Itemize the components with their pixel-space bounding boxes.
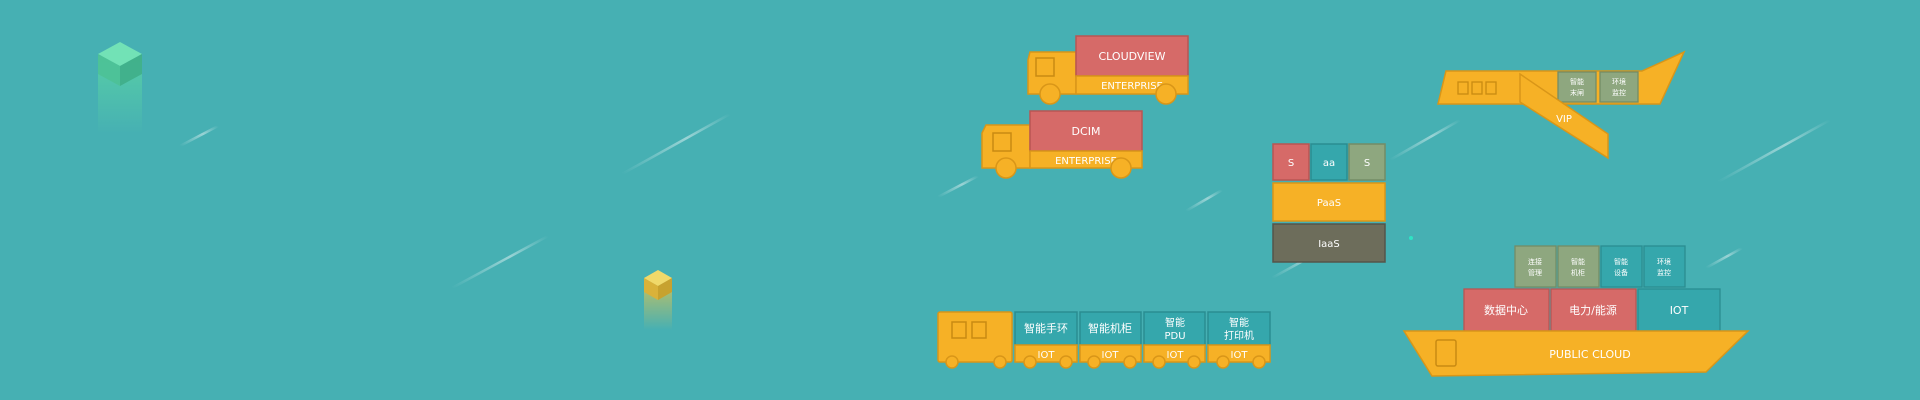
iot-car-label: 打印机 <box>1224 329 1254 342</box>
plane-wing <box>1519 72 1609 160</box>
ship-crate-label: 连接 <box>1528 257 1542 266</box>
ship-crate-label: 管理 <box>1528 268 1542 277</box>
wheel-icon <box>1059 355 1073 369</box>
iot-car-label: 智能 <box>1229 316 1249 329</box>
iot-car-label: PDU <box>1164 331 1185 342</box>
iot-car-label: 智能机柜 <box>1088 321 1132 335</box>
iot-car-base-label: IOT <box>1167 350 1185 361</box>
ship-hull <box>1402 330 1750 377</box>
iot-car: 智能手环 IOT <box>1014 311 1078 369</box>
dcim-label: DCIM <box>1072 125 1101 138</box>
ship-crate-label: 机柜 <box>1571 268 1585 277</box>
wheel-icon <box>1155 83 1177 105</box>
wheel-icon <box>995 157 1017 179</box>
dcim-truck: DCIM ENTERPRISE <box>981 110 1143 179</box>
vip-plane: 智能 末闸 环境 监控 VIP <box>1437 50 1686 160</box>
ship-door-icon <box>1435 339 1457 367</box>
yellow-cube-icon <box>644 270 672 330</box>
green-cube-icon <box>98 42 142 134</box>
wheel-icon <box>1123 355 1137 369</box>
iot-train: 智能手环 IOT 智能机柜 IOT 智能 PDU IOT 智能 打印机 <box>937 311 1271 369</box>
cloud-service-stack: S aa S PaaS IaaS <box>1272 143 1386 263</box>
paas-block <box>1272 182 1386 222</box>
ship-crate-label: 智能 <box>1614 257 1628 266</box>
wheel-icon <box>1152 355 1166 369</box>
wheel-icon <box>1110 157 1132 179</box>
wheel-icon <box>1023 355 1037 369</box>
sparkle-icon <box>1409 236 1413 240</box>
cloudview-container <box>1075 35 1189 77</box>
plane-crate-line2: 监控 <box>1612 88 1626 97</box>
public-cloud-ship: 连接 管理 智能 机柜 智能 设备 环境 监控 数据中心 电力/能源 IOT P… <box>1402 245 1750 377</box>
paas-label: PaaS <box>1317 198 1341 209</box>
iaas-label: IaaS <box>1318 239 1340 250</box>
ship-crate-label: 智能 <box>1571 257 1585 266</box>
wheel-icon <box>1087 355 1101 369</box>
wheel-icon <box>1187 355 1201 369</box>
ship-container-label: 数据中心 <box>1484 303 1528 317</box>
window-icon <box>1485 81 1497 95</box>
cloudview-truck: CLOUDVIEW ENTERPRISE <box>1027 35 1189 105</box>
public-cloud-label: PUBLIC CLOUD <box>1549 348 1630 361</box>
saas-letter: S <box>1364 158 1370 169</box>
saas-letter: S <box>1288 158 1294 169</box>
iot-car-base-label: IOT <box>1038 350 1056 361</box>
iot-car: 智能机柜 IOT <box>1079 311 1142 369</box>
iot-car: 智能 打印机 IOT <box>1207 311 1271 369</box>
cloudview-trailer-label: ENTERPRISE <box>1101 81 1163 92</box>
vip-label: VIP <box>1556 114 1572 125</box>
iot-car-base-label: IOT <box>1102 350 1120 361</box>
iot-car: 智能 PDU IOT <box>1143 311 1206 369</box>
ship-container-label: 电力/能源 <box>1569 303 1617 317</box>
iot-car-label: 智能 <box>1165 316 1185 329</box>
ship-container-label: IOT <box>1670 304 1689 317</box>
wheel-icon <box>1039 83 1061 105</box>
wheel-icon <box>1216 355 1230 369</box>
iot-car-label: 智能手环 <box>1024 321 1068 335</box>
wheel-icon <box>1252 355 1266 369</box>
plane-crate-line1: 智能 <box>1570 77 1584 86</box>
ship-crate-label: 环境 <box>1657 257 1671 266</box>
dcim-trailer-label: ENTERPRISE <box>1055 156 1117 167</box>
wheel-icon <box>945 355 959 369</box>
saas-letter: aa <box>1323 158 1335 169</box>
plane-crate-line2: 末闸 <box>1570 88 1584 97</box>
window-icon <box>1471 81 1483 95</box>
window-icon <box>1457 81 1469 95</box>
iot-car-base-label: IOT <box>1231 350 1249 361</box>
ship-crate-label: 监控 <box>1657 268 1671 277</box>
plane-crate-line1: 环境 <box>1612 77 1626 86</box>
iaas-block <box>1272 223 1386 263</box>
cloudview-label: CLOUDVIEW <box>1099 50 1166 63</box>
ship-crate-label: 设备 <box>1614 268 1628 277</box>
wheel-icon <box>993 355 1007 369</box>
